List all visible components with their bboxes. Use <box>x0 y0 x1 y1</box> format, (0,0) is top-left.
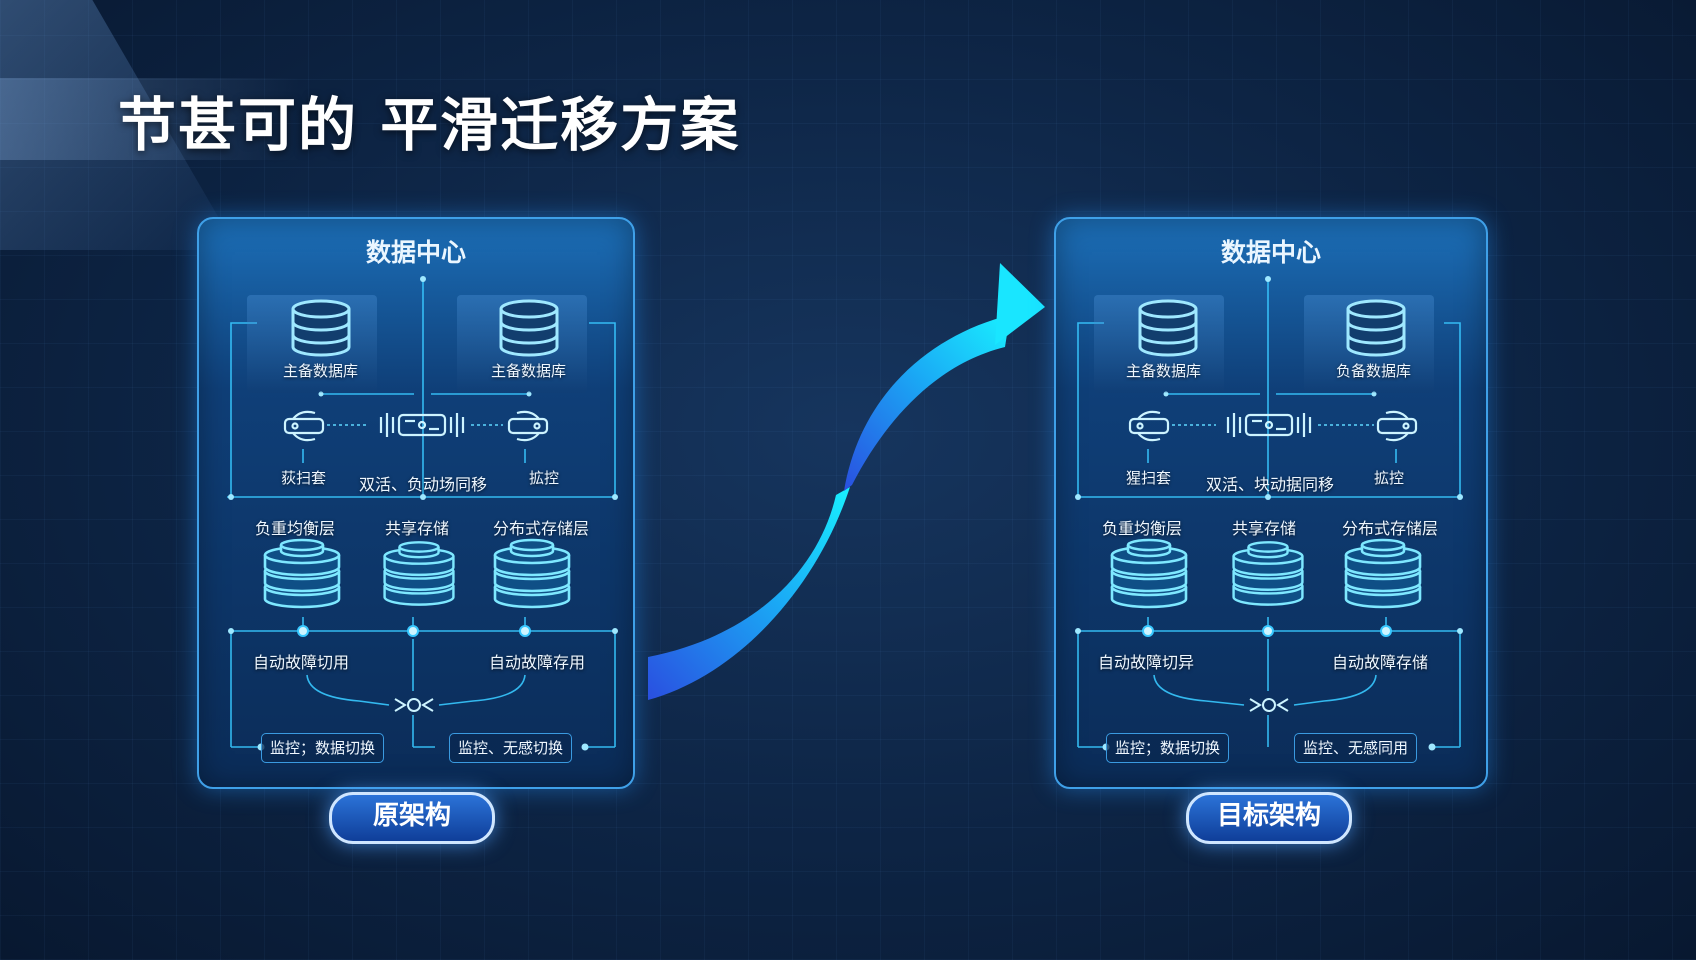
monitor-tag: 监控、无感切换 <box>449 733 573 763</box>
storage-stack-icon <box>493 538 571 609</box>
original-architecture-panel: 数据中心 主备数据库 主备数据库 <box>197 217 635 789</box>
tier-label: 负重均衡层 <box>1102 519 1183 538</box>
monitor-tag: 监控、无感同用 <box>1294 733 1418 763</box>
switch-icon <box>283 410 325 442</box>
monitor-tag: 监控；数据切换 <box>1106 733 1230 763</box>
db-label: 负备数据库 <box>1336 362 1412 380</box>
migration-arrow <box>648 263 1045 700</box>
storage-stack-icon <box>1344 538 1422 609</box>
database-icon <box>1138 299 1198 357</box>
control-label: 猩扫套 <box>1126 469 1172 487</box>
database-icon <box>1346 299 1406 357</box>
page-title: 节甚可的 平滑迁移方案 <box>118 91 741 159</box>
tier-label: 共享存储 <box>1232 519 1297 538</box>
db-label: 主备数据库 <box>491 362 567 380</box>
tier-label: 负重均衡层 <box>255 519 336 538</box>
db-label: 主备数据库 <box>283 362 359 380</box>
switch-icon <box>1128 410 1170 442</box>
replication-node-icon <box>379 413 465 437</box>
panel-header: 数据中心 <box>365 238 466 267</box>
storage-stack-icon <box>1232 541 1304 606</box>
failover-label: 自动故障存用 <box>489 653 586 672</box>
title-band <box>0 78 300 160</box>
failover-label: 自动故障切异 <box>1098 653 1195 672</box>
monitor-tag: 监控；数据切换 <box>261 733 385 763</box>
db-label: 主备数据库 <box>1126 362 1202 380</box>
original-architecture-caption: 原架构 <box>329 792 495 844</box>
storage-stack-icon <box>263 538 341 609</box>
storage-stack-icon <box>383 541 455 606</box>
tier-label: 分布式存储层 <box>1342 519 1439 538</box>
control-label: 双活、块动据同移 <box>1206 475 1335 494</box>
hub-icon <box>1249 698 1289 712</box>
replication-node-icon <box>1226 413 1312 437</box>
failover-label: 自动故障存储 <box>1332 653 1429 672</box>
database-icon <box>291 299 351 357</box>
control-label: 荻扫套 <box>281 469 327 487</box>
tier-label: 分布式存储层 <box>493 519 590 538</box>
storage-stack-icon <box>1110 538 1188 609</box>
panel-header: 数据中心 <box>1220 238 1321 267</box>
target-architecture-panel: 数据中心 主备数据库 负备数据库 <box>1054 217 1488 789</box>
database-icon <box>499 299 559 357</box>
failover-label: 自动故障切用 <box>253 653 350 672</box>
target-architecture-caption: 目标架构 <box>1186 792 1352 844</box>
switch-icon <box>1376 410 1418 442</box>
tier-label: 共享存储 <box>385 519 450 538</box>
control-label: 拡控 <box>1374 469 1405 487</box>
control-label: 双活、负动场同移 <box>359 475 488 494</box>
control-label: 拡控 <box>529 469 560 487</box>
hub-icon <box>394 698 434 712</box>
switch-icon <box>507 410 549 442</box>
